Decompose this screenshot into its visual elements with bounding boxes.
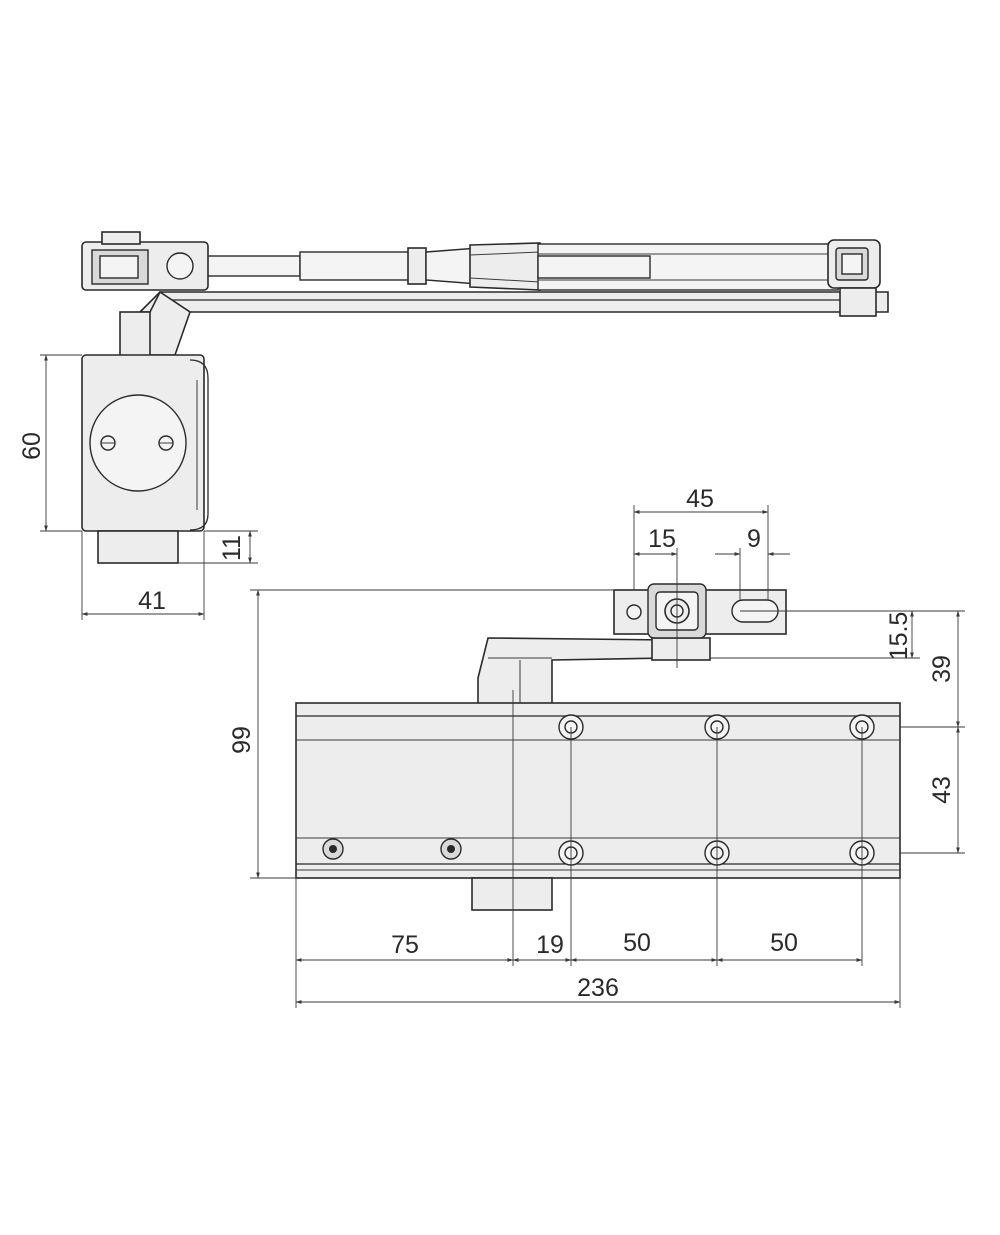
forearm-slot <box>537 255 651 279</box>
dim-side-boss: 11 <box>218 535 246 561</box>
bracket-post <box>119 311 151 357</box>
pivot-pin <box>166 252 194 280</box>
dim-bracket-width: 45 <box>686 485 714 513</box>
front-arm <box>477 637 671 707</box>
side-dimensions: 60 11 41 <box>18 354 258 620</box>
link-cone <box>469 242 541 291</box>
link-rod <box>204 255 301 277</box>
side-boss <box>97 530 179 564</box>
adjustment-screws <box>322 838 462 860</box>
dim-spindle-offset: 75 <box>391 931 419 959</box>
end-post <box>839 287 877 317</box>
dim-hole-pitch-2: 50 <box>770 929 798 957</box>
link-nut <box>407 247 427 285</box>
dim-hole-pitch-1: 50 <box>623 929 651 957</box>
dim-bracket-height: 15.5 <box>885 612 913 661</box>
dim-side-height: 60 <box>18 432 46 460</box>
dim-bracket-slot: 9 <box>747 525 761 553</box>
dim-side-depth: 41 <box>138 587 166 615</box>
top-arm-assembly <box>81 231 889 357</box>
front-dimensions: 45 15 9 15.5 39 43 99 75 19 <box>228 485 965 1008</box>
front-view <box>295 583 901 911</box>
link-sleeve <box>299 251 411 281</box>
dim-overall-length: 236 <box>577 974 619 1002</box>
side-view-body <box>81 354 209 564</box>
dim-spindle-to-hole: 19 <box>536 931 564 959</box>
dim-bracket-offset: 15 <box>648 525 676 553</box>
bracket-hole <box>626 604 642 620</box>
valve-disc <box>89 394 187 492</box>
front-arm-hub <box>651 637 711 661</box>
dim-arm-to-holes: 39 <box>928 655 956 683</box>
pivot-cap <box>101 231 141 245</box>
dim-hole-spacing-vertical: 43 <box>928 776 956 804</box>
front-boss <box>471 877 553 911</box>
closer-body <box>295 702 901 879</box>
dim-overall-height: 99 <box>228 726 256 754</box>
main-arm <box>138 291 889 313</box>
pivot-inner <box>99 255 139 279</box>
